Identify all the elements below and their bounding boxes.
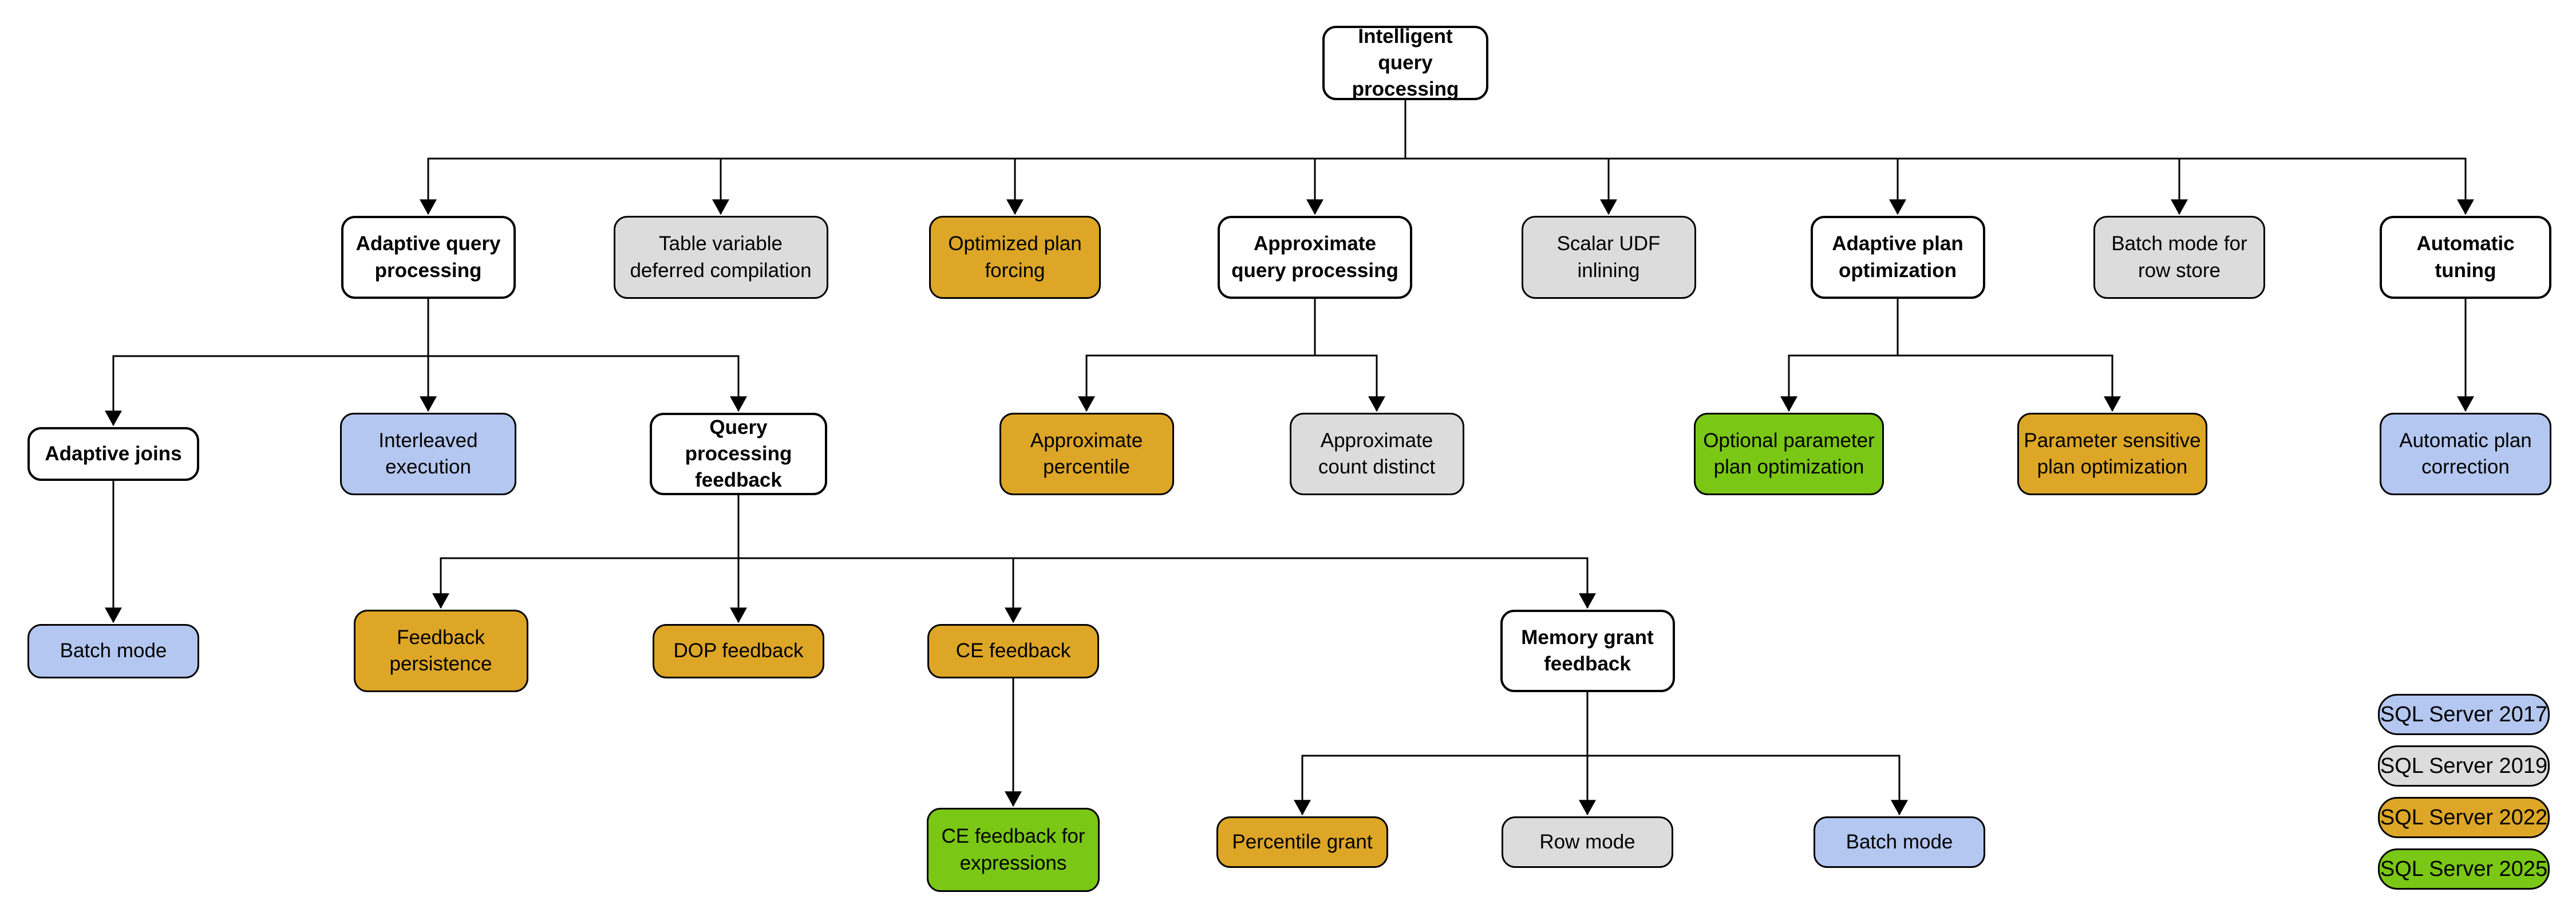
node-bm2: Batch mode bbox=[1814, 816, 1985, 868]
node-tvdc: Table variable deferred compilation bbox=[613, 216, 828, 299]
node-ie: Interleaved execution bbox=[340, 413, 516, 495]
edge-mgf-bm2 bbox=[1586, 692, 1908, 816]
node-pg: Percentile grant bbox=[1216, 816, 1388, 868]
node-aj: Adaptive joins bbox=[27, 427, 199, 481]
legend-item-sql2025: SQL Server 2025 bbox=[2378, 848, 2550, 890]
node-bm1: Batch mode bbox=[27, 624, 199, 678]
node-ap: Approximate percentile bbox=[999, 413, 1174, 495]
edge-root-tvdc bbox=[712, 100, 1406, 215]
node-cefe: CE feedback for expressions bbox=[927, 808, 1100, 892]
legend-item-sql2022: SQL Server 2022 bbox=[2378, 797, 2550, 838]
edge-apo-pspo bbox=[1897, 299, 2121, 412]
node-mgf: Memory grant feedback bbox=[1500, 610, 1675, 692]
node-apo: Adaptive plan optimization bbox=[1810, 216, 1985, 299]
edge-root-sudf bbox=[1404, 100, 1617, 215]
edge-aqp-qpf bbox=[427, 299, 747, 412]
edge-root-aqp bbox=[420, 100, 1406, 215]
edge-qpf-fp bbox=[432, 495, 740, 609]
node-dop: DOP feedback bbox=[653, 624, 824, 678]
edge-root-apo bbox=[1404, 100, 1906, 215]
node-acd: Approximate count distinct bbox=[1289, 413, 1464, 495]
edge-root-aqproc bbox=[1306, 100, 1406, 215]
legend-item-sql2017: SQL Server 2017 bbox=[2378, 694, 2550, 735]
edge-root-opf bbox=[1006, 100, 1406, 215]
node-aqproc: Approximate query processing bbox=[1218, 216, 1412, 299]
node-aqp: Adaptive query processing bbox=[341, 216, 516, 299]
edge-aqproc-ap bbox=[1078, 299, 1316, 412]
edge-aqproc-acd bbox=[1314, 299, 1385, 412]
edge-qpf-mgf bbox=[737, 495, 1596, 609]
node-apc: Automatic plan correction bbox=[2380, 413, 2551, 495]
node-pspo: Parameter sensitive plan optimization bbox=[2017, 413, 2207, 495]
edge-aqp-aj bbox=[105, 299, 429, 427]
node-sudf: Scalar UDF inlining bbox=[1521, 216, 1696, 299]
node-oppo: Optional parameter plan optimization bbox=[1694, 413, 1884, 495]
node-bmrs: Batch mode for row store bbox=[2093, 216, 2265, 299]
edge-root-at bbox=[1404, 100, 2474, 215]
node-rm: Row mode bbox=[1502, 816, 1673, 868]
edge-root-bmrs bbox=[1404, 100, 2188, 215]
node-cef: CE feedback bbox=[927, 624, 1099, 678]
edge-apo-oppo bbox=[1780, 299, 1899, 412]
node-fp: Feedback persistence bbox=[353, 610, 528, 692]
node-at: Automatic tuning bbox=[2380, 216, 2551, 299]
node-qpf: Query processing feedback bbox=[650, 413, 827, 495]
node-root: Intelligent query processing bbox=[1322, 25, 1488, 100]
node-opf: Optimized plan forcing bbox=[929, 216, 1101, 299]
legend-item-sql2019: SQL Server 2019 bbox=[2378, 745, 2550, 787]
edge-mgf-pg bbox=[1294, 692, 1589, 816]
